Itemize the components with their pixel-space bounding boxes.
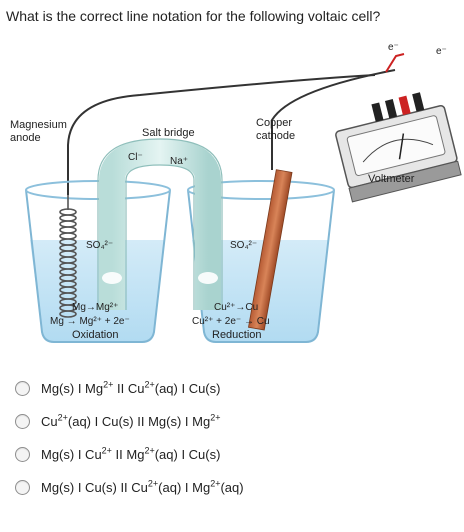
option-label: Cu2+(aq) I Cu(s) II Mg(s) I Mg2+ [41, 412, 221, 429]
cathode-wire [271, 69, 396, 170]
right-equation: Cu²⁺ + 2e⁻ → Cu [192, 316, 270, 327]
radio-button[interactable] [15, 480, 30, 495]
answer-option-2[interactable]: Cu2+(aq) I Cu(s) II Mg(s) I Mg2+ [15, 405, 455, 438]
option-label: Mg(s) I Cu(s) II Cu2+(aq) I Mg2+(aq) [41, 478, 244, 495]
voltmeter [335, 92, 462, 203]
voltmeter-label: Voltmeter [368, 173, 415, 185]
answer-option-3[interactable]: Mg(s) I Cu2+ II Mg2+(aq) I Cu(s) [15, 438, 455, 471]
answer-option-1[interactable]: Mg(s) I Mg2+ II Cu2+(aq) I Cu(s) [15, 372, 455, 405]
right-process: Reduction [212, 329, 262, 341]
anode-wire [67, 74, 376, 195]
radio-button[interactable] [15, 447, 30, 462]
radio-button[interactable] [15, 414, 30, 429]
cathode-label-line2: cathode [256, 130, 295, 142]
electron-label-2: e⁻ [436, 46, 447, 57]
voltmeter-needle [398, 133, 405, 160]
salt-bridge-label: Salt bridge [142, 127, 195, 139]
left-equation: Mg → Mg²⁺ + 2e⁻ [50, 316, 130, 327]
salt-bridge [99, 138, 221, 310]
magnesium-coil [59, 195, 77, 318]
cathode-label-line1: Copper [256, 117, 292, 129]
right-ion-line: Cu²⁺→Cu [214, 302, 258, 313]
left-ion-line: Mg→Mg²⁺ [72, 302, 118, 313]
answer-option-4[interactable]: Mg(s) I Cu(s) II Cu2+(aq) I Mg2+(aq) [15, 471, 455, 504]
question-text: What is the correct line notation for th… [6, 8, 381, 24]
option-label: Mg(s) I Mg2+ II Cu2+(aq) I Cu(s) [41, 379, 221, 396]
sulfate-left-label: SO₄²⁻ [86, 240, 113, 251]
option-label: Mg(s) I Cu2+ II Mg2+(aq) I Cu(s) [41, 445, 221, 462]
anode-label-line2: anode [10, 132, 41, 144]
sodium-label: Na⁺ [170, 156, 188, 167]
electron-label-1: e⁻ [388, 42, 399, 53]
answer-options: Mg(s) I Mg2+ II Cu2+(aq) I Cu(s) Cu2+(aq… [15, 372, 455, 504]
sulfate-right-label: SO₄²⁻ [230, 240, 257, 251]
copper-electrode [248, 169, 293, 331]
radio-button[interactable] [15, 381, 30, 396]
chloride-label: Cl⁻ [128, 152, 143, 163]
left-process: Oxidation [72, 329, 118, 341]
red-lead [385, 53, 405, 73]
voltaic-cell-figure: e⁻ e⁻ Voltmeter Magnesium anode Salt bri… [0, 40, 464, 370]
anode-label-line1: Magnesium [10, 119, 67, 131]
